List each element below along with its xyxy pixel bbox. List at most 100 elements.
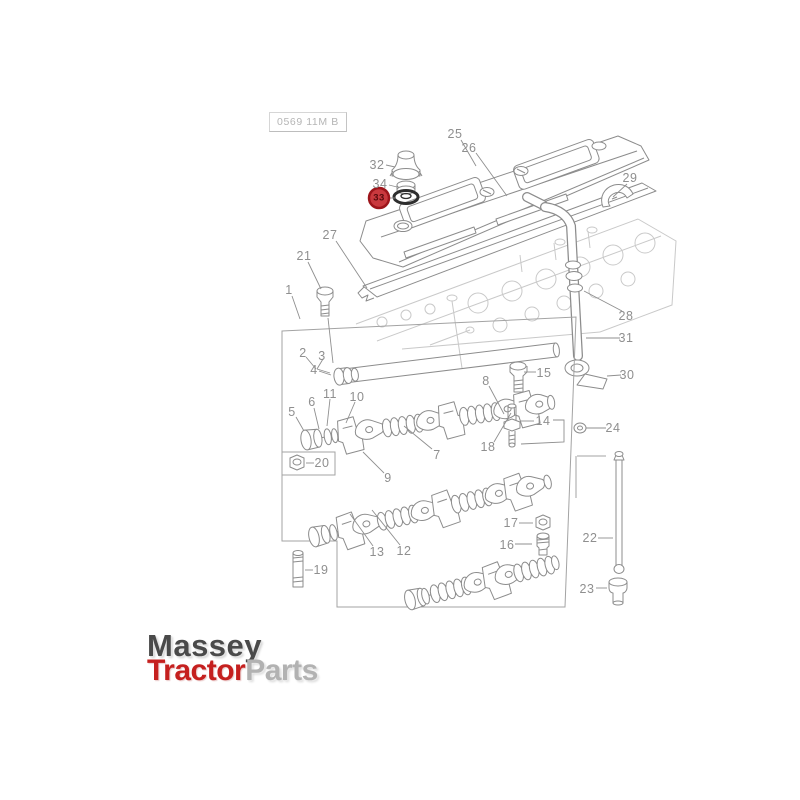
svg-text:2: 2 <box>299 346 306 360</box>
callout-3: 3 <box>318 349 325 363</box>
breather-pipe <box>522 192 583 361</box>
callout-28: 28 <box>619 309 634 323</box>
svg-text:7: 7 <box>433 448 440 462</box>
callout-30: 30 <box>620 368 635 382</box>
callout-21: 21 <box>297 249 312 263</box>
svg-text:29: 29 <box>623 171 638 185</box>
filler-hole <box>393 220 413 232</box>
callout-23: 23 <box>580 582 595 596</box>
svg-text:4: 4 <box>310 363 317 377</box>
svg-text:30: 30 <box>620 368 635 382</box>
svg-text:12: 12 <box>397 544 412 558</box>
cap-screw-21 <box>316 286 334 317</box>
svg-text:23: 23 <box>580 582 595 596</box>
svg-text:26: 26 <box>462 141 477 155</box>
callout-17: 17 <box>504 516 519 530</box>
svg-text:13: 13 <box>370 545 385 559</box>
svg-text:33: 33 <box>373 193 385 204</box>
svg-text:28: 28 <box>619 309 634 323</box>
callout-27: 27 <box>323 228 338 242</box>
lower-rocker-assembly-1 <box>306 471 552 552</box>
lower-rocker-assembly-2 <box>402 554 560 612</box>
cover-screw-icon <box>479 166 529 197</box>
svg-text:18: 18 <box>481 440 496 454</box>
highlighted-part-marker[interactable] <box>367 186 391 210</box>
svg-text:8: 8 <box>482 374 489 388</box>
svg-text:11: 11 <box>323 387 337 401</box>
brand-word-massey: Massey <box>147 628 263 663</box>
breather-elbow <box>601 184 634 208</box>
callout-33[interactable]: 33 <box>367 186 391 210</box>
nut-17 <box>535 514 551 531</box>
callout-31: 31 <box>619 331 634 345</box>
gasket <box>357 182 657 302</box>
svg-text:19: 19 <box>314 563 329 577</box>
screw-16 <box>536 532 550 556</box>
svg-text:24: 24 <box>606 421 621 435</box>
callout-11: 11 <box>323 387 337 401</box>
leader-lines <box>291 139 628 589</box>
svg-text:9: 9 <box>384 471 391 485</box>
svg-text:20: 20 <box>315 456 330 470</box>
svg-text:32: 32 <box>370 158 385 172</box>
tappet-23 <box>608 577 628 606</box>
adjusting-screw <box>503 403 521 448</box>
nut-20 <box>289 454 305 471</box>
drawing-reference-box: 0569 11M B <box>269 112 347 132</box>
brand-line2: TractorParts <box>147 656 318 686</box>
pipe-bracket <box>564 359 608 390</box>
bolt-15 <box>509 361 528 393</box>
callout-20: 20 <box>315 456 330 470</box>
drawing-reference-code: 0569 11M B <box>277 116 339 128</box>
svg-text:15: 15 <box>537 366 552 380</box>
callout-8: 8 <box>482 374 489 388</box>
callout-14: 14 <box>536 414 551 428</box>
svg-text:31: 31 <box>619 331 634 345</box>
svg-text:17: 17 <box>504 516 519 530</box>
oil-filler-cap <box>389 150 423 180</box>
brand-word-tractor: Tractor <box>147 654 246 687</box>
svg-text:16: 16 <box>500 538 515 552</box>
callout-1: 1 <box>285 283 292 297</box>
callout-12: 12 <box>397 544 412 558</box>
callout-26: 26 <box>462 141 477 155</box>
callout-24: 24 <box>606 421 621 435</box>
callout-22: 22 <box>583 531 598 545</box>
callout-4: 4 <box>310 363 317 377</box>
pipe-coupling <box>565 260 583 293</box>
brand-word-parts: Parts <box>245 654 318 687</box>
frame-box <box>281 316 606 608</box>
callout-6: 6 <box>308 395 315 409</box>
svg-text:34: 34 <box>373 177 388 191</box>
callout-15: 15 <box>537 366 552 380</box>
callout-19: 19 <box>314 563 329 577</box>
svg-text:21: 21 <box>297 249 312 263</box>
callout-5: 5 <box>288 405 295 419</box>
svg-text:27: 27 <box>323 228 338 242</box>
stud-19 <box>292 550 304 588</box>
svg-text:25: 25 <box>448 127 463 141</box>
callout-18: 18 <box>481 440 496 454</box>
svg-text:1: 1 <box>285 283 292 297</box>
callout-34: 34 <box>373 177 388 191</box>
callout-10: 10 <box>350 390 364 404</box>
brand-watermark: Massey TractorParts <box>147 630 318 686</box>
callout-16: 16 <box>500 538 515 552</box>
callout-29: 29 <box>623 171 638 185</box>
svg-text:22: 22 <box>583 531 598 545</box>
callout-2: 2 <box>299 346 306 360</box>
rocker-shaft <box>333 342 560 386</box>
callout-25: 25 <box>448 127 463 141</box>
svg-text:5: 5 <box>288 405 295 419</box>
rocker-cover <box>359 135 650 268</box>
cylinder-head <box>355 218 677 369</box>
push-rod-22 <box>613 451 625 574</box>
svg-text:6: 6 <box>308 395 315 409</box>
callout-13: 13 <box>370 545 385 559</box>
svg-text:14: 14 <box>536 414 551 428</box>
svg-text:3: 3 <box>318 349 325 363</box>
upper-rocker-assembly <box>299 389 556 456</box>
